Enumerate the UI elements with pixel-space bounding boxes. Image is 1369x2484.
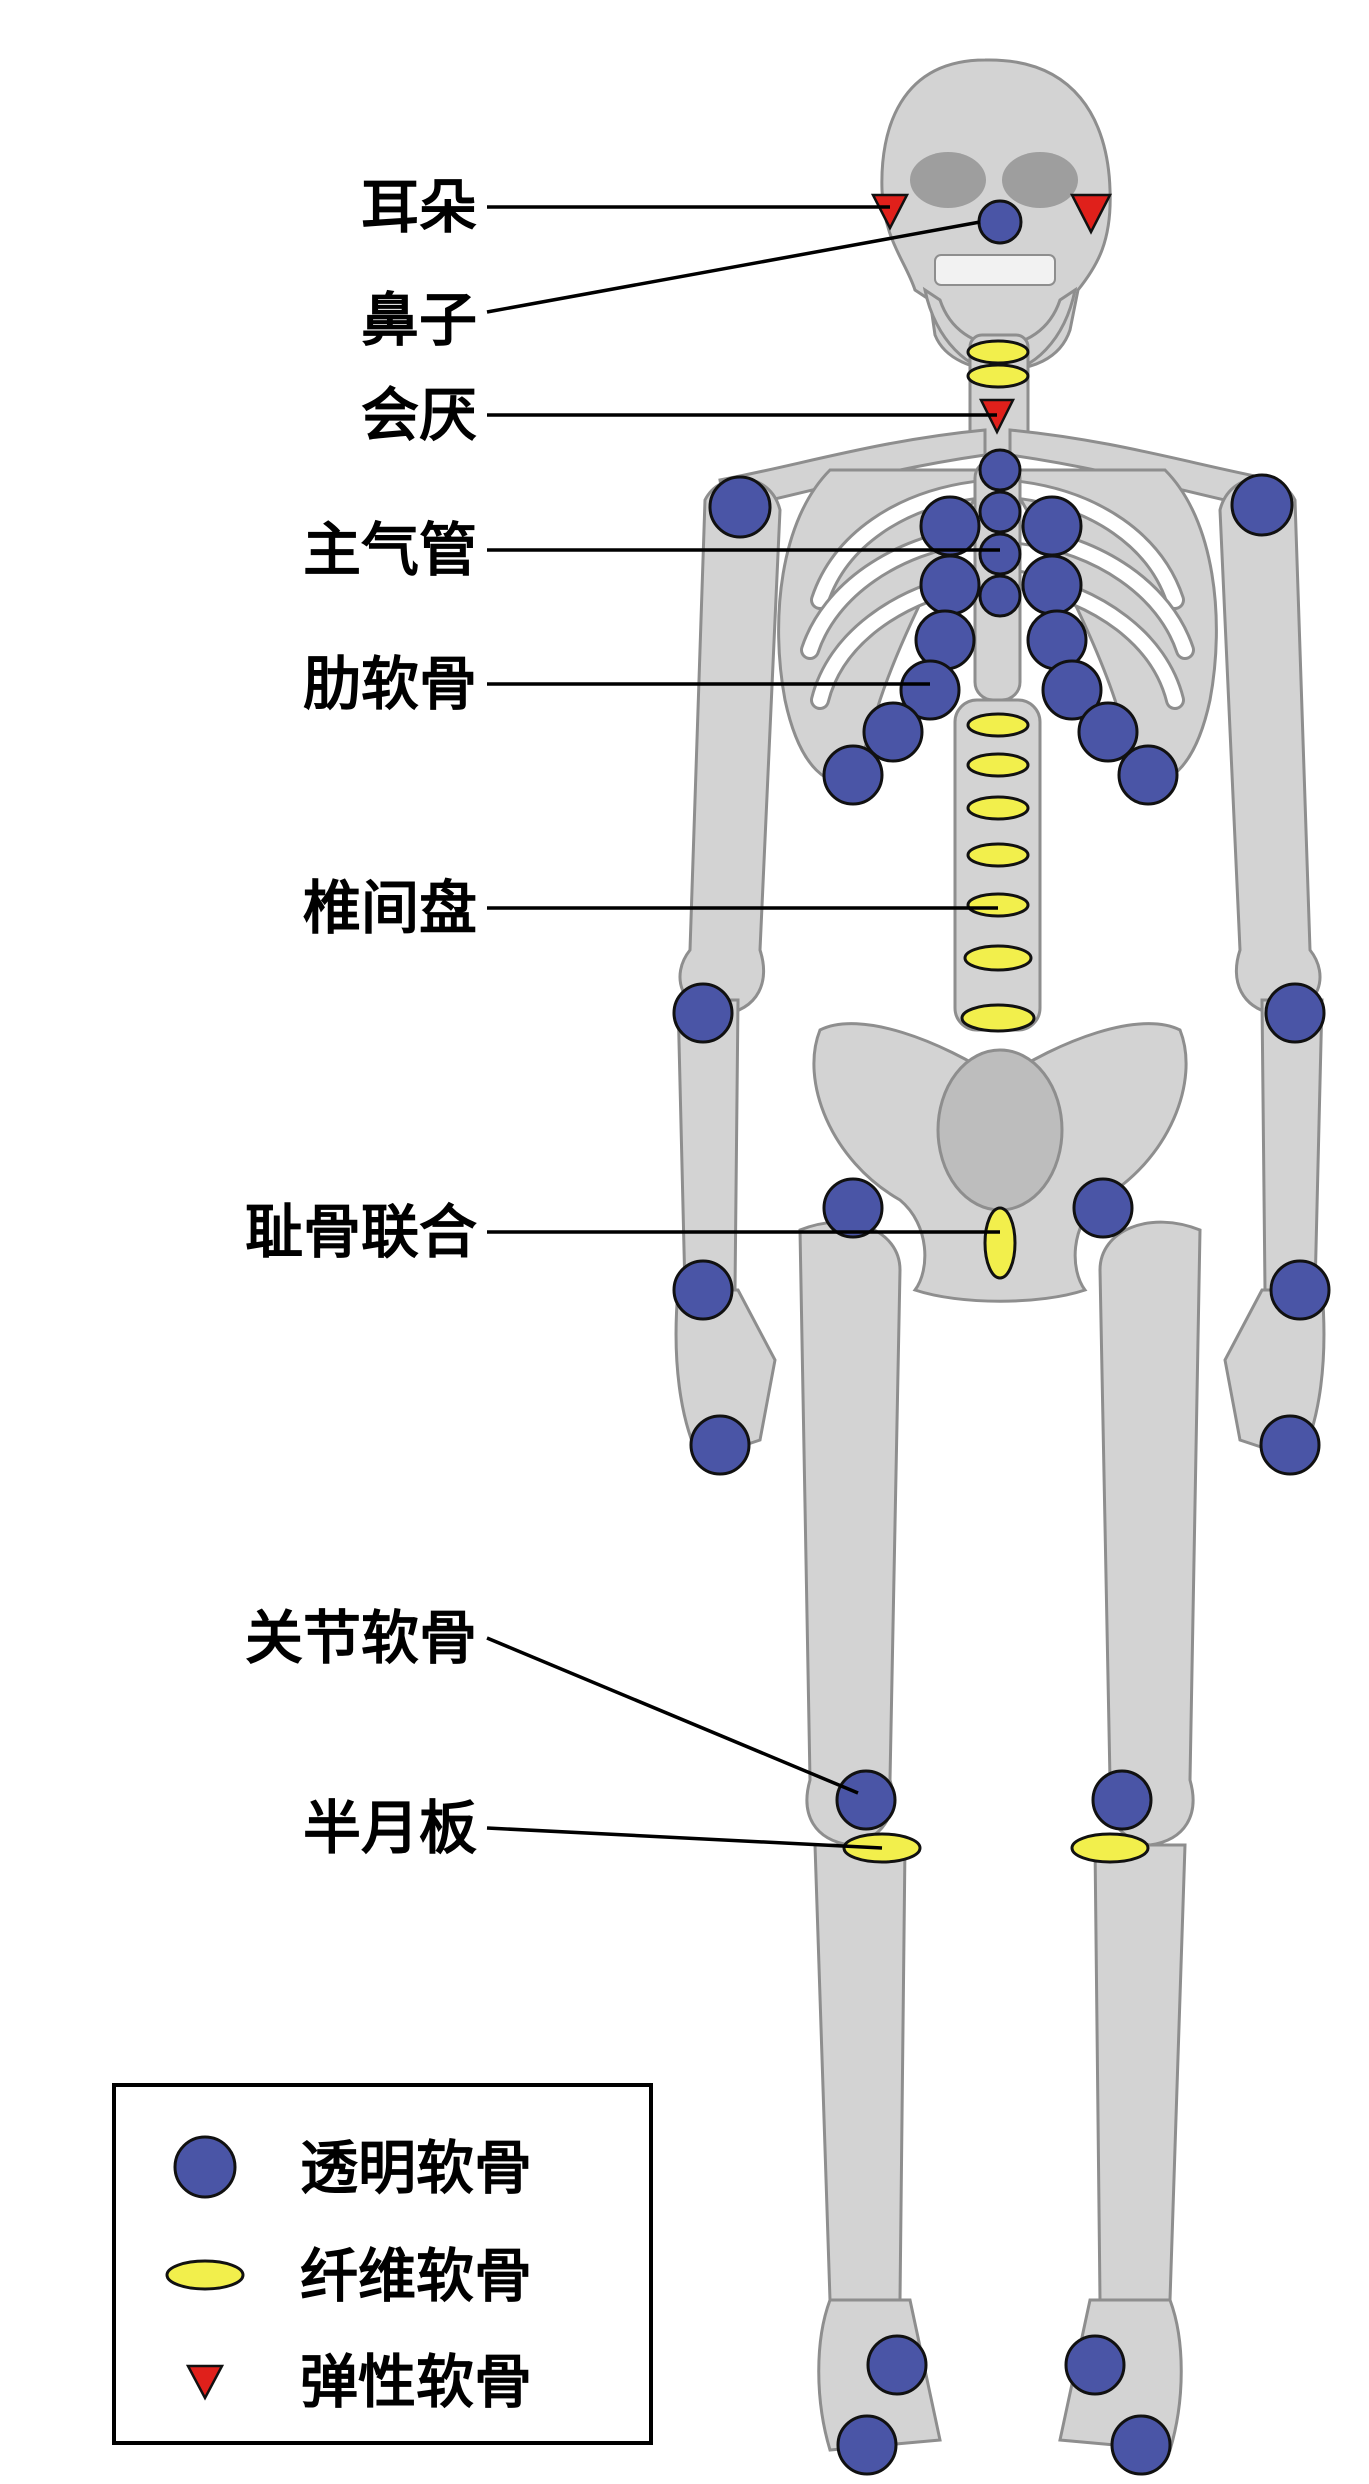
eye-socket-right bbox=[1002, 152, 1078, 208]
leader-lines bbox=[486, 205, 1000, 1850]
marker-hyaline-wrist-right bbox=[1269, 1259, 1331, 1321]
leader-nose bbox=[486, 220, 981, 314]
marker-elastic-ear-right bbox=[1069, 193, 1113, 235]
marker-hyaline-elbow-left bbox=[672, 982, 734, 1044]
label-articular: 关节软骨 bbox=[245, 1604, 477, 1672]
marker-hyaline-costal-r2 bbox=[1021, 554, 1083, 616]
eye-socket-left bbox=[910, 152, 986, 208]
label-epiglottis: 会厌 bbox=[361, 381, 477, 449]
femur-left bbox=[798, 1220, 902, 1847]
label-disc: 椎间盘 bbox=[303, 874, 477, 942]
label-ear: 耳朵 bbox=[361, 173, 477, 241]
marker-fibro-neck-2 bbox=[966, 363, 1030, 389]
marker-fibro-neck-1 bbox=[966, 339, 1030, 365]
marker-hyaline-nose bbox=[977, 199, 1023, 245]
legend-hyaline-label: 透明软骨 bbox=[300, 2134, 532, 2202]
marker-hyaline-costal-r4 bbox=[1041, 659, 1103, 721]
sacrum bbox=[936, 1048, 1064, 1212]
marker-fibro-disc-2 bbox=[966, 752, 1030, 778]
marker-hyaline-costal-l6 bbox=[822, 744, 884, 806]
marker-hyaline-hip-left bbox=[822, 1177, 884, 1239]
legend-fibro-label: 纤维软骨 bbox=[300, 2242, 532, 2310]
marker-hyaline-foot-right bbox=[1110, 2414, 1172, 2476]
humerus-left bbox=[678, 477, 782, 1017]
teeth bbox=[934, 254, 1056, 286]
marker-hyaline-hand-right bbox=[1259, 1414, 1321, 1476]
legend-elastic-swatch bbox=[185, 2364, 225, 2401]
marker-hyaline-costal-r1 bbox=[1021, 495, 1083, 557]
label-costal: 肋软骨 bbox=[303, 650, 477, 718]
legend-hyaline-swatch bbox=[173, 2135, 237, 2199]
marker-hyaline-costal-l4 bbox=[899, 659, 961, 721]
marker-hyaline-hand-left bbox=[689, 1414, 751, 1476]
marker-fibro-disc-3 bbox=[966, 795, 1030, 821]
marker-hyaline-trachea-4 bbox=[978, 574, 1022, 618]
marker-fibro-pubic bbox=[983, 1206, 1017, 1280]
marker-hyaline-costal-r5 bbox=[1077, 701, 1139, 763]
marker-hyaline-ankle-right bbox=[1064, 2334, 1126, 2396]
marker-fibro-disc-4 bbox=[966, 842, 1030, 868]
marker-fibro-meniscus-right bbox=[1070, 1832, 1150, 1864]
marker-fibro-disc-5 bbox=[966, 892, 1030, 918]
marker-hyaline-costal-r6 bbox=[1117, 744, 1179, 806]
legend-elastic-label: 弹性软骨 bbox=[300, 2348, 532, 2416]
marker-hyaline-trachea-3 bbox=[978, 532, 1022, 576]
marker-fibro-disc-6 bbox=[963, 944, 1033, 972]
marker-hyaline-costal-l1 bbox=[919, 495, 981, 557]
marker-elastic-ear-left bbox=[870, 193, 910, 231]
marker-hyaline-shoulder-left bbox=[708, 475, 772, 539]
marker-hyaline-knee-left bbox=[835, 1769, 897, 1831]
marker-hyaline-trachea-2 bbox=[978, 490, 1022, 534]
label-pubic: 耻骨联合 bbox=[245, 1198, 477, 1266]
leader-articular bbox=[486, 1636, 859, 1795]
marker-fibro-disc-7 bbox=[960, 1003, 1036, 1033]
leader-meniscus bbox=[486, 1826, 883, 1850]
label-trachea: 主气管 bbox=[303, 516, 477, 584]
hyaline-markers bbox=[672, 199, 1331, 2476]
femur-right bbox=[1098, 1220, 1202, 1847]
marker-fibro-disc-1 bbox=[966, 712, 1030, 738]
forearm-left bbox=[676, 998, 740, 1292]
fibro-markers bbox=[842, 339, 1150, 1864]
marker-hyaline-costal-l2 bbox=[919, 554, 981, 616]
label-nose: 鼻子 bbox=[361, 286, 477, 354]
marker-hyaline-wrist-left bbox=[672, 1259, 734, 1321]
legend-fibro-swatch bbox=[165, 2259, 245, 2291]
marker-hyaline-shoulder-right bbox=[1230, 473, 1294, 537]
humerus-right bbox=[1218, 477, 1322, 1017]
marker-hyaline-trachea-1 bbox=[978, 448, 1022, 492]
labels: 耳朵 鼻子 会厌 主气管 肋软骨 椎间盘 耻骨联合 关节软骨 半月板 bbox=[245, 173, 477, 1862]
forearm-right bbox=[1260, 998, 1324, 1292]
marker-hyaline-knee-right bbox=[1091, 1769, 1153, 1831]
marker-hyaline-elbow-right bbox=[1264, 982, 1326, 1044]
legend: 透明软骨 纤维软骨 弹性软骨 bbox=[112, 2083, 653, 2445]
marker-hyaline-foot-left bbox=[836, 2414, 898, 2476]
marker-hyaline-ankle-left bbox=[866, 2334, 928, 2396]
marker-hyaline-hip-right bbox=[1072, 1177, 1134, 1239]
marker-hyaline-costal-l5 bbox=[862, 701, 924, 763]
tibia-right bbox=[1093, 1843, 1187, 2343]
label-meniscus: 半月板 bbox=[303, 1794, 477, 1862]
tibia-left bbox=[813, 1843, 907, 2343]
